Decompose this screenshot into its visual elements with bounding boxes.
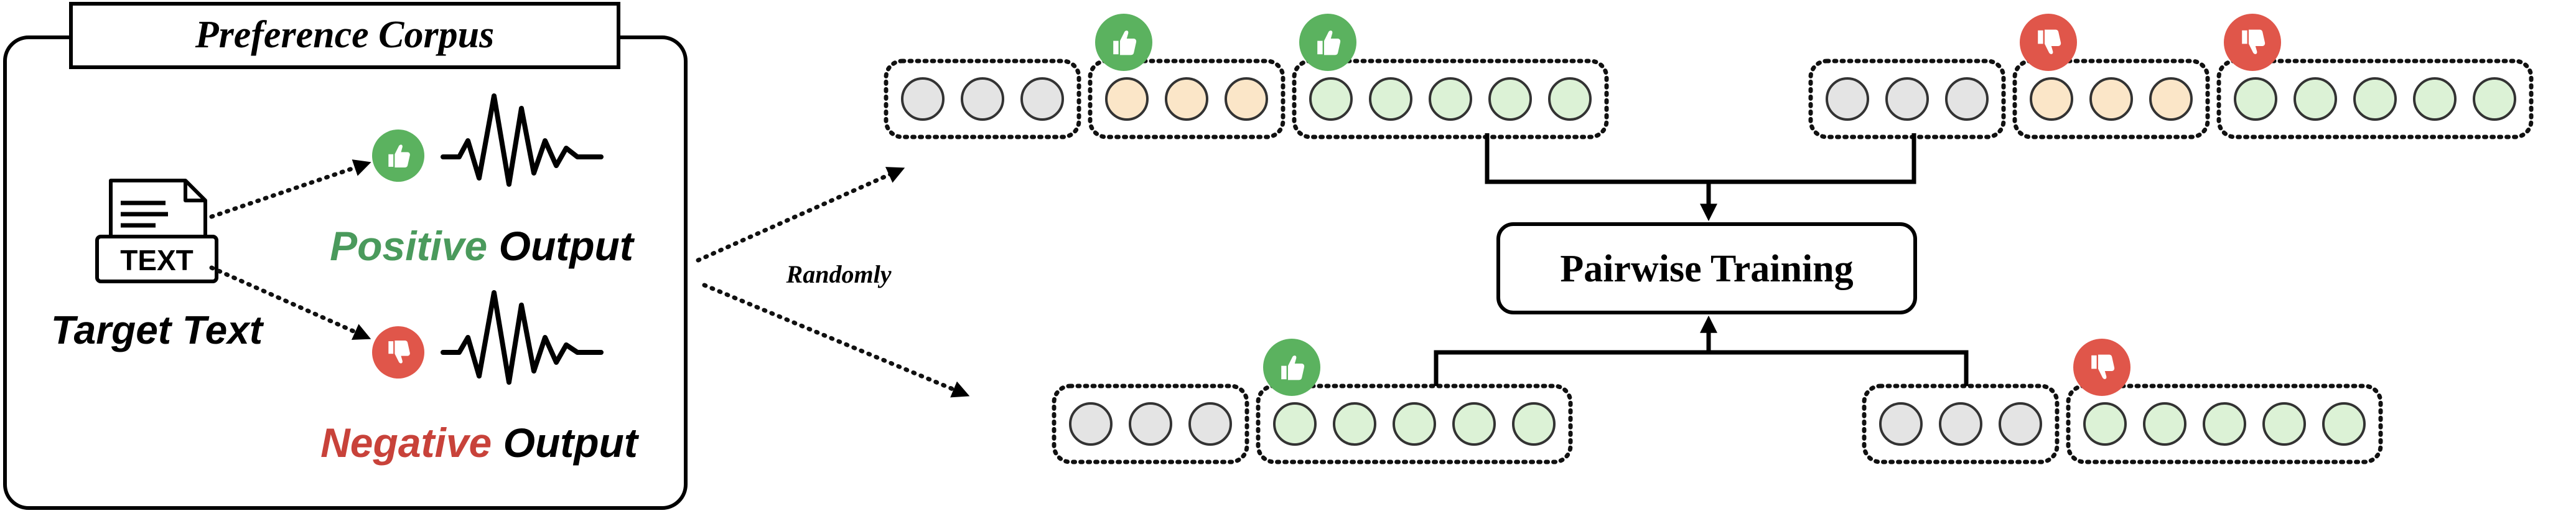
token-gray: [1879, 402, 1923, 446]
token-gray: [1069, 402, 1113, 446]
token-gray: [1129, 402, 1172, 446]
token-green: [2083, 402, 2127, 446]
token-green: [1273, 402, 1317, 446]
token-group-gray: [1862, 384, 2060, 464]
thumbs-up-icon: [1299, 14, 1356, 71]
token-green: [2203, 402, 2246, 446]
arrow-to-negative: [209, 265, 371, 340]
negative-word: Negative: [320, 420, 492, 466]
token-orange: [1165, 77, 1208, 121]
thumbs-down-icon: [2020, 14, 2077, 71]
token-gray: [1020, 77, 1064, 121]
random-arrow-top: [696, 167, 905, 263]
token-green: [1548, 77, 1592, 121]
thumbs-down-icon: [372, 326, 424, 379]
token-group-orange: [1088, 59, 1286, 139]
random-arrow-bottom: [702, 283, 970, 398]
connector-top: [1485, 133, 1916, 184]
thumbs-up-icon: [1263, 339, 1320, 396]
token-orange: [2030, 77, 2073, 121]
connector-bottom: [1434, 350, 1969, 386]
token-green: [2353, 77, 2397, 121]
token-green: [2322, 402, 2366, 446]
token-green: [1512, 402, 1556, 446]
token-gray: [1826, 77, 1869, 121]
token-gray: [1939, 402, 1982, 446]
positive-output-label: Positive Output: [330, 223, 635, 269]
token-green: [2294, 77, 2337, 121]
token-orange: [1105, 77, 1149, 121]
waveform-icon: [441, 93, 604, 187]
corpus-title: Preference Corpus: [195, 14, 494, 56]
token-green: [2413, 77, 2457, 121]
document-text-icon: TEXT: [95, 179, 218, 283]
token-gray: [1945, 77, 1989, 121]
negative-output-suffix: Output: [492, 420, 640, 466]
token-group-gray: [884, 59, 1081, 139]
target-text-label: Target Text: [51, 308, 264, 352]
thumbs-up-icon: [372, 129, 424, 182]
token-gray: [1885, 77, 1929, 121]
token-group-gray: [1808, 59, 2006, 139]
sequence-top-negative: [1808, 14, 2534, 139]
token-group-green: [1256, 384, 1573, 464]
token-green: [1333, 402, 1376, 446]
pairwise-training-box: [1496, 222, 1917, 314]
thumbs-up-icon: [1095, 14, 1152, 71]
token-group-green: [1292, 59, 1609, 139]
token-gray: [961, 77, 1004, 121]
token-group-green: [2216, 59, 2534, 139]
token-green: [1429, 77, 1472, 121]
waveform-icon: [441, 290, 604, 385]
token-green: [1452, 402, 1496, 446]
sequence-bottom-positive: [1052, 339, 1573, 464]
randomly-label: Randomly: [786, 260, 892, 288]
sequence-bottom-negative: [1862, 339, 2383, 464]
positive-word: Positive: [330, 223, 487, 269]
negative-output-label: Negative Output: [320, 420, 640, 466]
token-orange: [2089, 77, 2133, 121]
token-group-gray: [1052, 384, 1249, 464]
token-green: [2143, 402, 2186, 446]
token-green: [1393, 402, 1436, 446]
positive-output-suffix: Output: [487, 223, 635, 269]
thumbs-down-icon: [2073, 339, 2130, 396]
token-gray: [901, 77, 945, 121]
thumbs-down-icon: [2224, 14, 2281, 71]
token-green: [2473, 77, 2516, 121]
token-gray: [1999, 402, 2042, 446]
token-green: [1309, 77, 1353, 121]
token-group-orange: [2012, 59, 2210, 139]
arrow-to-positive: [209, 159, 371, 219]
token-green: [1369, 77, 1412, 121]
token-gray: [1188, 402, 1232, 446]
token-green: [1488, 77, 1532, 121]
corpus-title-box: [69, 2, 620, 69]
token-green: [2234, 77, 2277, 121]
token-green: [2262, 402, 2306, 446]
document-icon-label: TEXT: [120, 244, 194, 276]
token-group-green: [2066, 384, 2383, 464]
pairwise-training-label: Pairwise Training: [1560, 248, 1853, 290]
token-orange: [1225, 77, 1268, 121]
token-orange: [2149, 77, 2193, 121]
sequence-top-positive: [884, 14, 1609, 139]
